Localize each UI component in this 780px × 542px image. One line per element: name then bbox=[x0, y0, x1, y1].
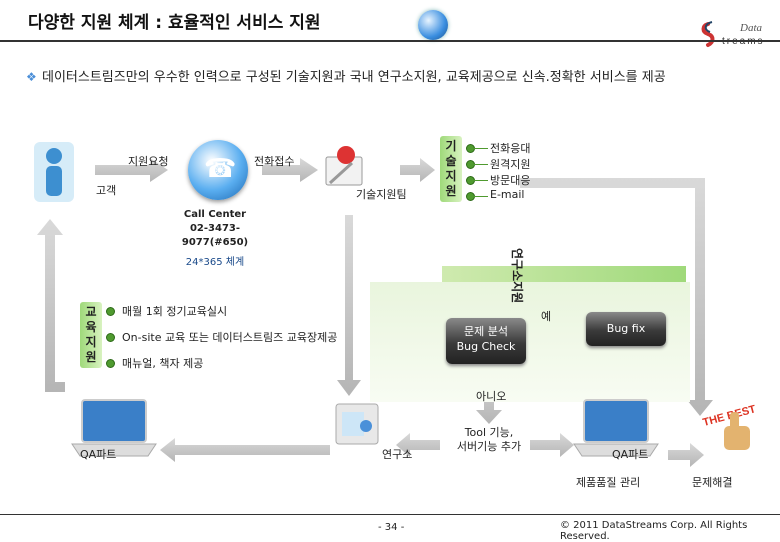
edu-v-1: 육 bbox=[85, 320, 97, 334]
arrow-up-to-customer bbox=[37, 219, 65, 392]
tool-line1: Tool 기능, bbox=[464, 426, 514, 439]
edu-item-0: 매월 1회 정기교육실시 bbox=[122, 305, 228, 318]
page-title: 다양한 지원 체계 : 효율적인 서비스 지원 bbox=[28, 13, 321, 33]
copyright: © 2011 DataStreams Corp. All Rights Rese… bbox=[560, 520, 748, 542]
callcenter-phone: 02-3473-9077(#650) bbox=[181, 223, 249, 248]
arrow-qa-to-solve bbox=[668, 443, 704, 467]
tech-team-label: 기술지원팀 bbox=[356, 188, 407, 201]
callcenter-hours: 24*365 체계 bbox=[185, 257, 245, 268]
tech-item-1: 원격지원 bbox=[490, 158, 531, 171]
thumbs-up-best-icon: THE BEST bbox=[702, 403, 758, 450]
qa-left-label: QA파트 bbox=[80, 448, 117, 461]
quality-label: 제품품질 관리 bbox=[576, 476, 641, 489]
logo-word-data: Data bbox=[739, 22, 763, 34]
title-rule bbox=[0, 40, 780, 42]
qa-right-laptop-icon bbox=[573, 399, 659, 457]
edu-v-0: 교 bbox=[85, 305, 97, 319]
call-receive-label: 전화접수 bbox=[254, 155, 295, 168]
arrow-lab-to-qa-left bbox=[160, 438, 330, 462]
arrow-customer-to-callcenter bbox=[95, 158, 168, 182]
tech-team-icon bbox=[325, 146, 363, 186]
customer-label: 고객 bbox=[96, 184, 117, 197]
diamond-bullet-icon: ❖ bbox=[26, 70, 37, 84]
page-number: - 34 - bbox=[378, 522, 405, 533]
tech-v-2: 지 bbox=[445, 169, 457, 183]
tool-box: Tool 기능, 서버기능 추가 bbox=[444, 426, 534, 454]
tech-support-vertical-label: 기 술 지 원 bbox=[440, 136, 462, 202]
edu-v-3: 원 bbox=[85, 350, 97, 364]
lab-icon bbox=[335, 403, 379, 445]
customer-person-icon bbox=[34, 142, 74, 202]
no-label: 아니오 bbox=[476, 390, 507, 403]
tech-v-3: 원 bbox=[445, 184, 457, 198]
tech-v-0: 기 bbox=[445, 139, 457, 153]
tech-item-0: 전화응대 bbox=[490, 142, 531, 155]
lab-support-bar bbox=[442, 266, 686, 282]
footer-rule bbox=[0, 514, 780, 515]
globe-icon bbox=[418, 10, 448, 40]
yes-label: 예 bbox=[541, 310, 552, 323]
support-request-label: 지원요청 bbox=[128, 155, 169, 168]
arrow-tech-to-lab bbox=[337, 215, 361, 396]
callcenter-name: Call Center bbox=[183, 209, 247, 220]
analysis-line1: 문제 분석 bbox=[464, 325, 508, 338]
analysis-line2: Bug Check bbox=[456, 340, 516, 353]
edu-v-2: 지 bbox=[85, 335, 97, 349]
solve-label: 문제해결 bbox=[692, 476, 733, 489]
lab-support-vertical-label: 연구소지원 bbox=[510, 248, 524, 304]
edu-item-2: 매뉴얼, 책자 제공 bbox=[122, 357, 204, 370]
arrow-tool-to-qa bbox=[530, 433, 574, 457]
edu-item-1: On-site 교육 또는 데이터스트림즈 교육장제공 bbox=[122, 331, 338, 344]
arrow-tech-to-support bbox=[400, 158, 435, 182]
tech-v-1: 술 bbox=[445, 154, 457, 168]
edu-support-vertical-label: 교 육 지 원 bbox=[80, 302, 102, 368]
qa-left-laptop-icon bbox=[71, 399, 157, 457]
phone-icon: ☎ bbox=[188, 140, 248, 200]
tech-item-3: E-mail bbox=[490, 188, 525, 201]
arrow-callcenter-to-tech bbox=[262, 158, 318, 182]
callcenter-info: Call Center 02-3473-9077(#650) 24*365 체계 bbox=[160, 208, 270, 270]
svg-text:THE BEST: THE BEST bbox=[702, 403, 758, 429]
qa-right-label: QA파트 bbox=[612, 448, 649, 461]
lab-label: 연구소 bbox=[382, 448, 413, 461]
bugfix-box: Bug fix bbox=[586, 312, 666, 346]
intro-text: 데이터스트림즈만의 우수한 인력으로 구성된 기술지원과 국내 연구소지원, 교… bbox=[42, 70, 666, 85]
arrow-tool-to-lab bbox=[396, 433, 440, 457]
analysis-box: 문제 분석 Bug Check bbox=[446, 318, 526, 364]
tech-item-2: 방문대응 bbox=[490, 174, 531, 187]
tool-line2: 서버기능 추가 bbox=[456, 440, 522, 453]
handset-icon: ☎ bbox=[204, 154, 237, 184]
